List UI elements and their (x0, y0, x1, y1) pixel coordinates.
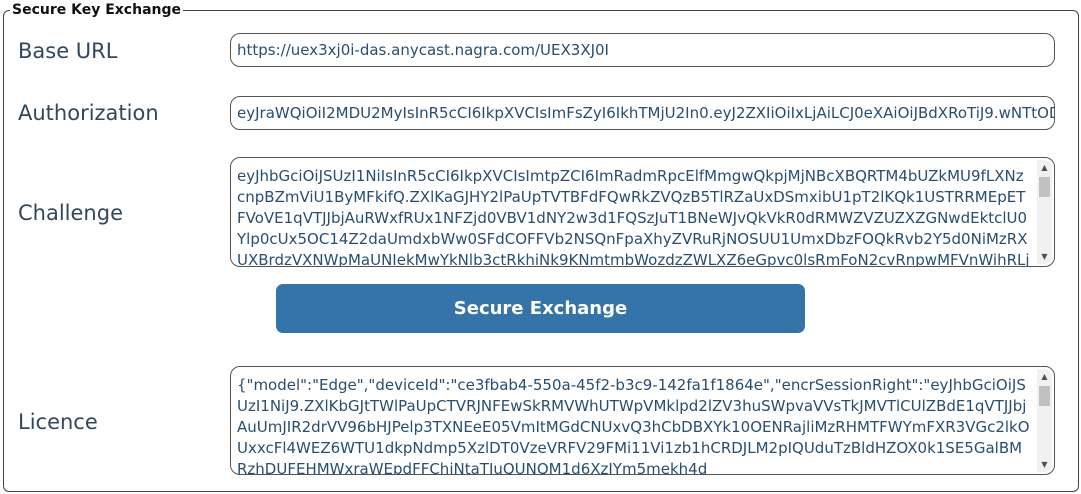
challenge-text: eyJhbGciOiJSUzI1NiIsInR5cCI6IkpXVCIsImtp… (237, 167, 1030, 266)
scroll-up-arrow-icon[interactable]: ▲ (1041, 372, 1048, 381)
scroll-down-arrow-icon[interactable]: ▼ (1041, 460, 1048, 469)
scroll-up-arrow-icon[interactable]: ▲ (1041, 163, 1048, 172)
authorization-input[interactable]: eyJraWQiOiI2MDU2MyIsInR5cCI6IkpXVCIsImFs… (230, 96, 1055, 130)
scrollbar-thumb[interactable] (1039, 177, 1050, 197)
scrollbar-thumb[interactable] (1039, 386, 1050, 406)
challenge-label: Challenge (18, 201, 123, 225)
challenge-textarea[interactable]: eyJhbGciOiJSUzI1NiIsInR5cCI6IkpXVCIsImtp… (230, 157, 1055, 267)
secure-exchange-button[interactable]: Secure Exchange (276, 284, 805, 333)
licence-scrollbar[interactable]: ▲ ▼ (1037, 369, 1052, 472)
secure-key-exchange-fieldset (3, 10, 1079, 492)
base-url-input[interactable]: https://uex3xj0i-das.anycast.nagra.com/U… (230, 33, 1055, 67)
authorization-label: Authorization (18, 101, 159, 125)
challenge-scrollbar[interactable]: ▲ ▼ (1037, 160, 1052, 264)
fieldset-legend: Secure Key Exchange (10, 2, 184, 19)
base-url-label: Base URL (18, 39, 118, 63)
licence-label: Licence (18, 410, 98, 434)
scroll-down-arrow-icon[interactable]: ▼ (1041, 252, 1048, 261)
licence-text: {"model":"Edge","deviceId":"ce3fbab4-550… (237, 376, 1030, 474)
licence-textarea[interactable]: {"model":"Edge","deviceId":"ce3fbab4-550… (230, 366, 1055, 475)
